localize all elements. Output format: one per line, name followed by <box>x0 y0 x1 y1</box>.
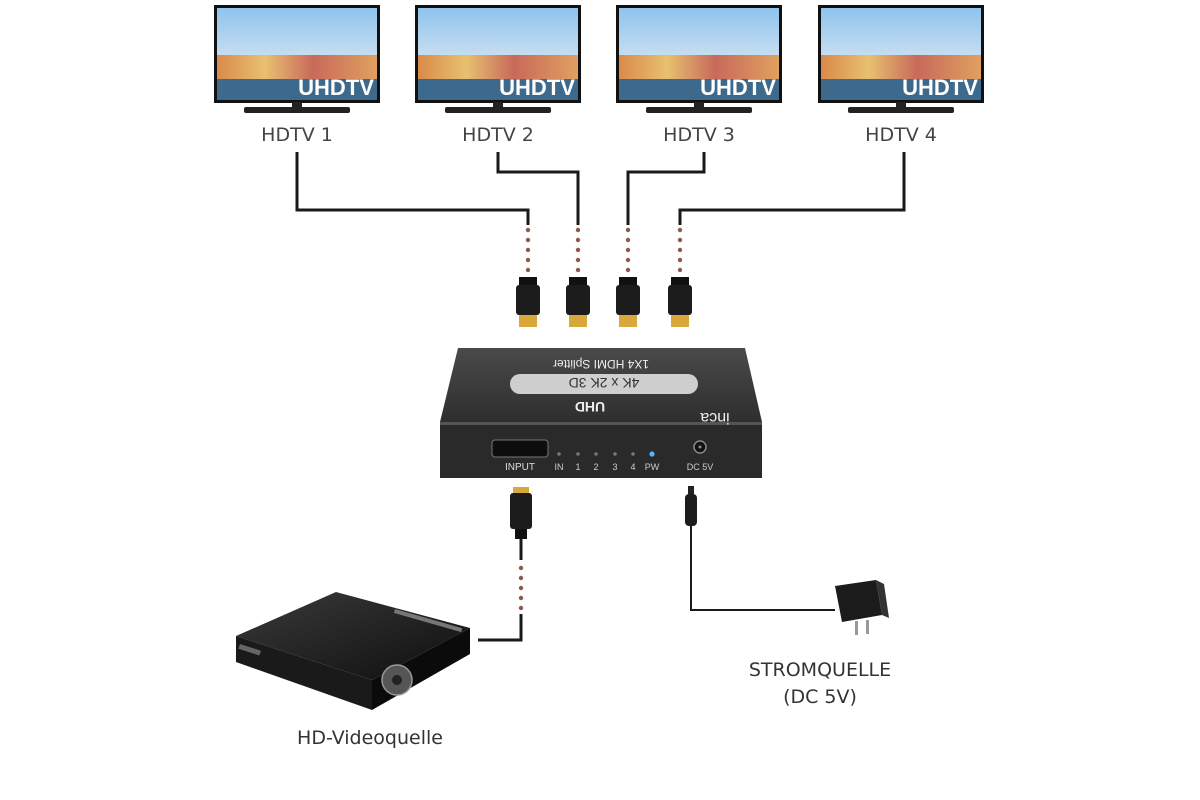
tv-3-screen-text: UHDTV <box>700 75 776 100</box>
power-label-line2: (DC 5V) <box>783 686 857 708</box>
video-source-player-icon <box>236 592 470 710</box>
power-cable <box>685 486 889 635</box>
power-led <box>649 451 655 457</box>
cable-tv-4 <box>678 152 906 225</box>
tv-4: UHDTV <box>818 5 984 113</box>
tv-2-screen-text: UHDTV <box>499 75 575 100</box>
tv-4-screen-text: UHDTV <box>902 75 978 100</box>
tv-3: UHDTV <box>616 5 782 113</box>
cable-tv-2 <box>496 152 580 225</box>
cable-tv-3 <box>626 152 706 225</box>
splitter-uhd-text: UHD <box>575 399 605 415</box>
status-leds <box>557 451 655 457</box>
label-4: 4 <box>630 462 635 472</box>
tv-2-label: HDTV 2 <box>462 124 534 146</box>
label-1: 1 <box>575 462 580 472</box>
splitter-brand-text: inca <box>700 409 729 426</box>
tv-3-label: HDTV 3 <box>663 124 735 146</box>
label-2: 2 <box>593 462 598 472</box>
output-cables <box>295 152 906 225</box>
input-port <box>491 439 549 458</box>
power-label-line1: STROMQUELLE <box>748 659 892 681</box>
tv-1: UHDTV <box>214 5 380 113</box>
label-3: 3 <box>612 462 617 472</box>
label-in: IN <box>555 462 564 472</box>
splitter-spec-text: 4K x 2K 3D <box>569 375 640 391</box>
label-input: INPUT <box>505 462 535 473</box>
tv-1-label: HDTV 1 <box>261 124 333 146</box>
source-label: HD-Videoquelle <box>297 727 443 749</box>
hdmi-splitter: 1X4 HDMI Splitter 4K x 2K 3D UHD inca IN… <box>440 348 762 478</box>
power-adapter-icon <box>835 580 889 635</box>
tv-1-screen-text: UHDTV <box>298 75 374 100</box>
cable-beads <box>525 227 683 273</box>
hdmi-plugs-top <box>516 277 692 327</box>
spec-badge <box>510 374 698 394</box>
label-pw: PW <box>645 462 660 472</box>
cable-tv-1 <box>295 152 530 225</box>
input-cable <box>478 487 532 642</box>
tv-2: UHDTV <box>415 5 581 113</box>
label-dc5v: DC 5V <box>687 462 714 472</box>
tv-4-label: HDTV 4 <box>865 124 937 146</box>
splitter-model-text: 1X4 HDMI Splitter <box>553 357 649 371</box>
